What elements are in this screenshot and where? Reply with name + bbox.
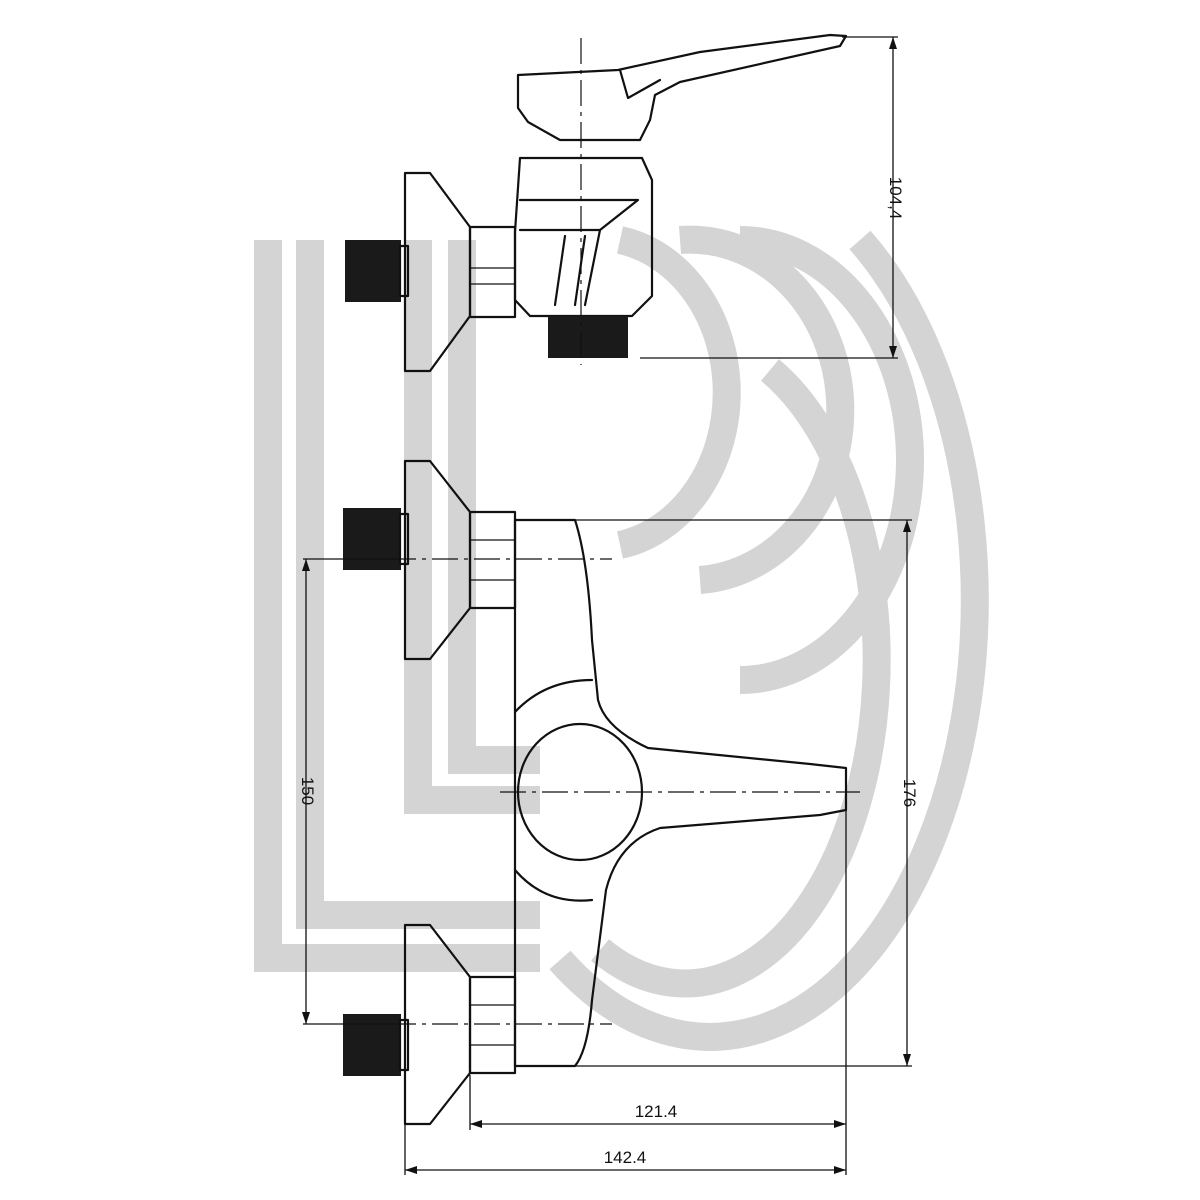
top-outlet-thread (548, 316, 628, 358)
top-view: 104,4 (345, 33, 905, 373)
top-handle (516, 33, 848, 142)
watermark-logo (254, 225, 989, 1051)
dim-inlet-spacing: 150 (298, 777, 317, 805)
lower-hex-nut (468, 975, 517, 1075)
body-outline (513, 518, 848, 1068)
top-thread (345, 240, 401, 302)
upper-thread (343, 508, 401, 570)
dim-height-top: 104,4 (886, 177, 905, 220)
dim-depth-inner: 121.4 (635, 1102, 678, 1121)
dim-height-front: 176 (900, 779, 919, 807)
lower-thread (343, 1014, 401, 1076)
top-body (513, 156, 654, 318)
dim-depth-total: 142.4 (604, 1148, 647, 1167)
front-view: 150 176 121.4 142.4 (298, 459, 919, 1175)
top-hex-nut (468, 225, 517, 319)
upper-hex-nut (468, 510, 517, 610)
